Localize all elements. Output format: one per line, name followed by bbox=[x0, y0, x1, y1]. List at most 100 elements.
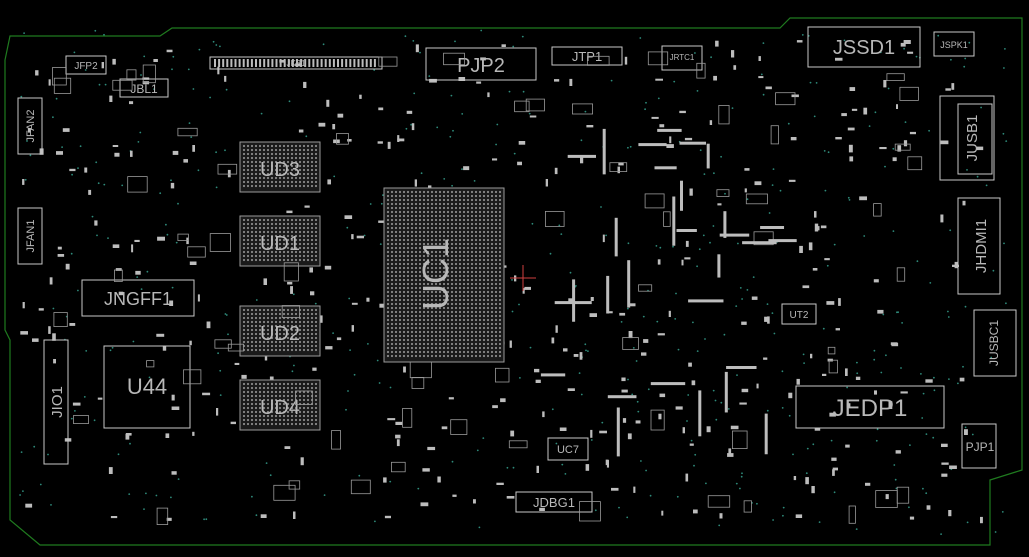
bga-ball bbox=[406, 290, 410, 294]
bga-ball bbox=[278, 156, 282, 160]
bga-ball bbox=[442, 326, 446, 330]
bga-ball bbox=[462, 338, 466, 342]
bga-ball bbox=[306, 226, 310, 230]
small-component bbox=[716, 189, 730, 197]
bga-ball bbox=[474, 342, 478, 346]
bga-ball bbox=[402, 202, 406, 206]
bga-ball bbox=[394, 226, 398, 230]
passive-pad bbox=[962, 200, 966, 206]
bga-ball bbox=[450, 334, 454, 338]
passive-pad bbox=[241, 374, 247, 379]
passive-pad bbox=[545, 179, 548, 187]
bga-ball bbox=[266, 316, 270, 320]
bga-ball bbox=[406, 214, 410, 218]
bga-ball bbox=[426, 250, 430, 254]
bga-ball bbox=[430, 290, 434, 294]
via bbox=[293, 364, 295, 367]
bga-ball bbox=[406, 266, 410, 270]
bga-ball bbox=[478, 314, 482, 318]
via bbox=[379, 243, 382, 246]
bga-ball bbox=[302, 238, 306, 242]
bga-ball bbox=[282, 222, 286, 226]
bga-ball bbox=[250, 254, 254, 258]
small-component bbox=[177, 233, 189, 242]
bga-ball bbox=[482, 334, 486, 338]
bga-ball bbox=[422, 238, 426, 242]
passive-pad bbox=[397, 138, 405, 142]
bga-ball bbox=[442, 346, 446, 350]
small-component bbox=[52, 67, 67, 86]
bga-ball bbox=[266, 242, 270, 246]
small-component bbox=[114, 269, 123, 282]
bga-ball bbox=[482, 266, 486, 270]
bga-ball bbox=[250, 234, 254, 238]
trace-segment bbox=[760, 226, 785, 229]
bga-ball bbox=[290, 148, 294, 152]
bga-ball bbox=[250, 176, 254, 180]
bga-ball bbox=[398, 310, 402, 314]
bga-ball bbox=[290, 250, 294, 254]
via bbox=[766, 303, 769, 305]
bga-ball bbox=[310, 156, 314, 160]
bga-ball bbox=[266, 406, 270, 410]
bga-ball bbox=[414, 226, 418, 230]
bga-ball bbox=[498, 346, 502, 350]
bga-ball bbox=[246, 406, 250, 410]
bga-ball bbox=[438, 274, 442, 278]
via bbox=[288, 100, 291, 103]
bga-ball bbox=[290, 230, 294, 234]
via bbox=[766, 409, 769, 412]
passive-pad bbox=[590, 429, 593, 438]
bga-ball bbox=[454, 278, 458, 282]
bga-ball bbox=[454, 326, 458, 330]
trace-segment bbox=[742, 241, 777, 245]
bga-ball bbox=[430, 258, 434, 262]
connector-jusb1-label: JUSB1 bbox=[964, 115, 981, 162]
bga-ball bbox=[442, 338, 446, 342]
bga-ball bbox=[418, 282, 422, 286]
via bbox=[639, 37, 642, 39]
bga-ball bbox=[266, 168, 270, 172]
bga-ball bbox=[266, 320, 270, 324]
bga-ball bbox=[434, 202, 438, 206]
bga-ball bbox=[390, 322, 394, 326]
bga-ball bbox=[490, 238, 494, 242]
bga-ball bbox=[310, 246, 314, 250]
bga-ball bbox=[398, 218, 402, 222]
bga-ball bbox=[418, 350, 422, 354]
bga-ball bbox=[470, 230, 474, 234]
bga-ball bbox=[486, 290, 490, 294]
via bbox=[916, 260, 919, 263]
bga-ball bbox=[282, 344, 286, 348]
bga-ball bbox=[422, 214, 426, 218]
passive-pad bbox=[189, 261, 197, 265]
bga-ball bbox=[242, 394, 246, 398]
bga-ball bbox=[426, 194, 430, 198]
bga-ball bbox=[306, 164, 310, 168]
bga-ball bbox=[446, 202, 450, 206]
bga-ball bbox=[410, 230, 414, 234]
bga-ball bbox=[450, 250, 454, 254]
passive-pad bbox=[688, 362, 692, 367]
bga-ball bbox=[242, 238, 246, 242]
bga-ball bbox=[310, 348, 314, 352]
via bbox=[20, 95, 23, 98]
bga-ball bbox=[302, 390, 306, 394]
trace-segment bbox=[676, 229, 697, 232]
bga-ball bbox=[250, 414, 254, 418]
via bbox=[590, 439, 593, 441]
bga-ball bbox=[390, 222, 394, 226]
bga-ball bbox=[266, 176, 270, 180]
bga-ball bbox=[398, 278, 402, 282]
bga-ball bbox=[434, 326, 438, 330]
bga-ball bbox=[426, 346, 430, 350]
bga-ball bbox=[386, 274, 390, 278]
bga-ball bbox=[294, 308, 298, 312]
trace-segment bbox=[719, 233, 750, 237]
bga-ball bbox=[390, 230, 394, 234]
bga-ball bbox=[466, 330, 470, 334]
bga-ball bbox=[446, 326, 450, 330]
via bbox=[580, 393, 583, 396]
passive-pad bbox=[206, 321, 211, 329]
bga-ball bbox=[302, 312, 306, 316]
